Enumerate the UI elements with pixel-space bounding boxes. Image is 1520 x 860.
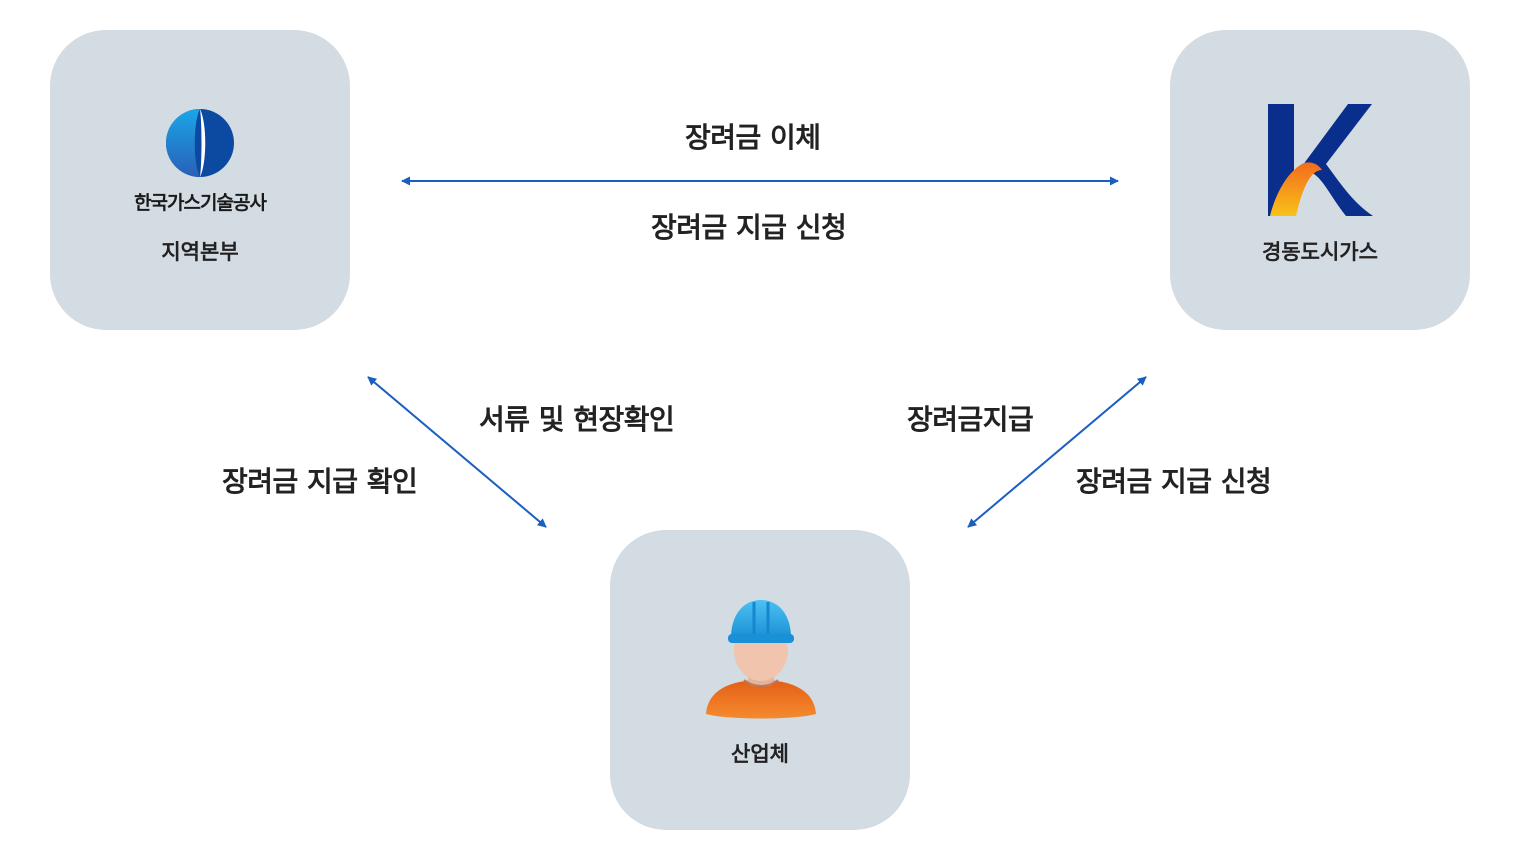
gas-node-label: 경동도시가스	[1262, 240, 1378, 264]
kyungdong-k-logo-icon	[1268, 104, 1373, 216]
kgs-node-label: 지역본부	[161, 240, 239, 264]
arrow-kgs-industry	[367, 376, 547, 528]
flow-label-document-check: 서류 및 현장확인	[479, 403, 675, 436]
kgs-logo-icon	[166, 109, 234, 177]
flow-label-apply-top: 장려금 지급 신청	[651, 211, 847, 244]
flow-label-apply-right: 장려금 지급 신청	[1076, 465, 1272, 498]
flow-label-transfer: 장려금 이체	[685, 121, 821, 154]
node-industry: 산업체	[610, 530, 910, 830]
node-kyungdong-city-gas: 경동도시가스	[1170, 30, 1470, 330]
kgs-logo-text: 한국가스기술공사	[134, 192, 267, 214]
arrow-gas-industry	[967, 376, 1147, 528]
flow-label-payment: 장려금지급	[907, 403, 1034, 436]
worker-helmet-icon	[706, 600, 816, 719]
industry-node-label: 산업체	[731, 742, 789, 766]
flow-label-payment-confirm: 장려금 지급 확인	[222, 465, 418, 498]
node-kgs-regional-hq: 한국가스기술공사 지역본부	[50, 30, 350, 330]
